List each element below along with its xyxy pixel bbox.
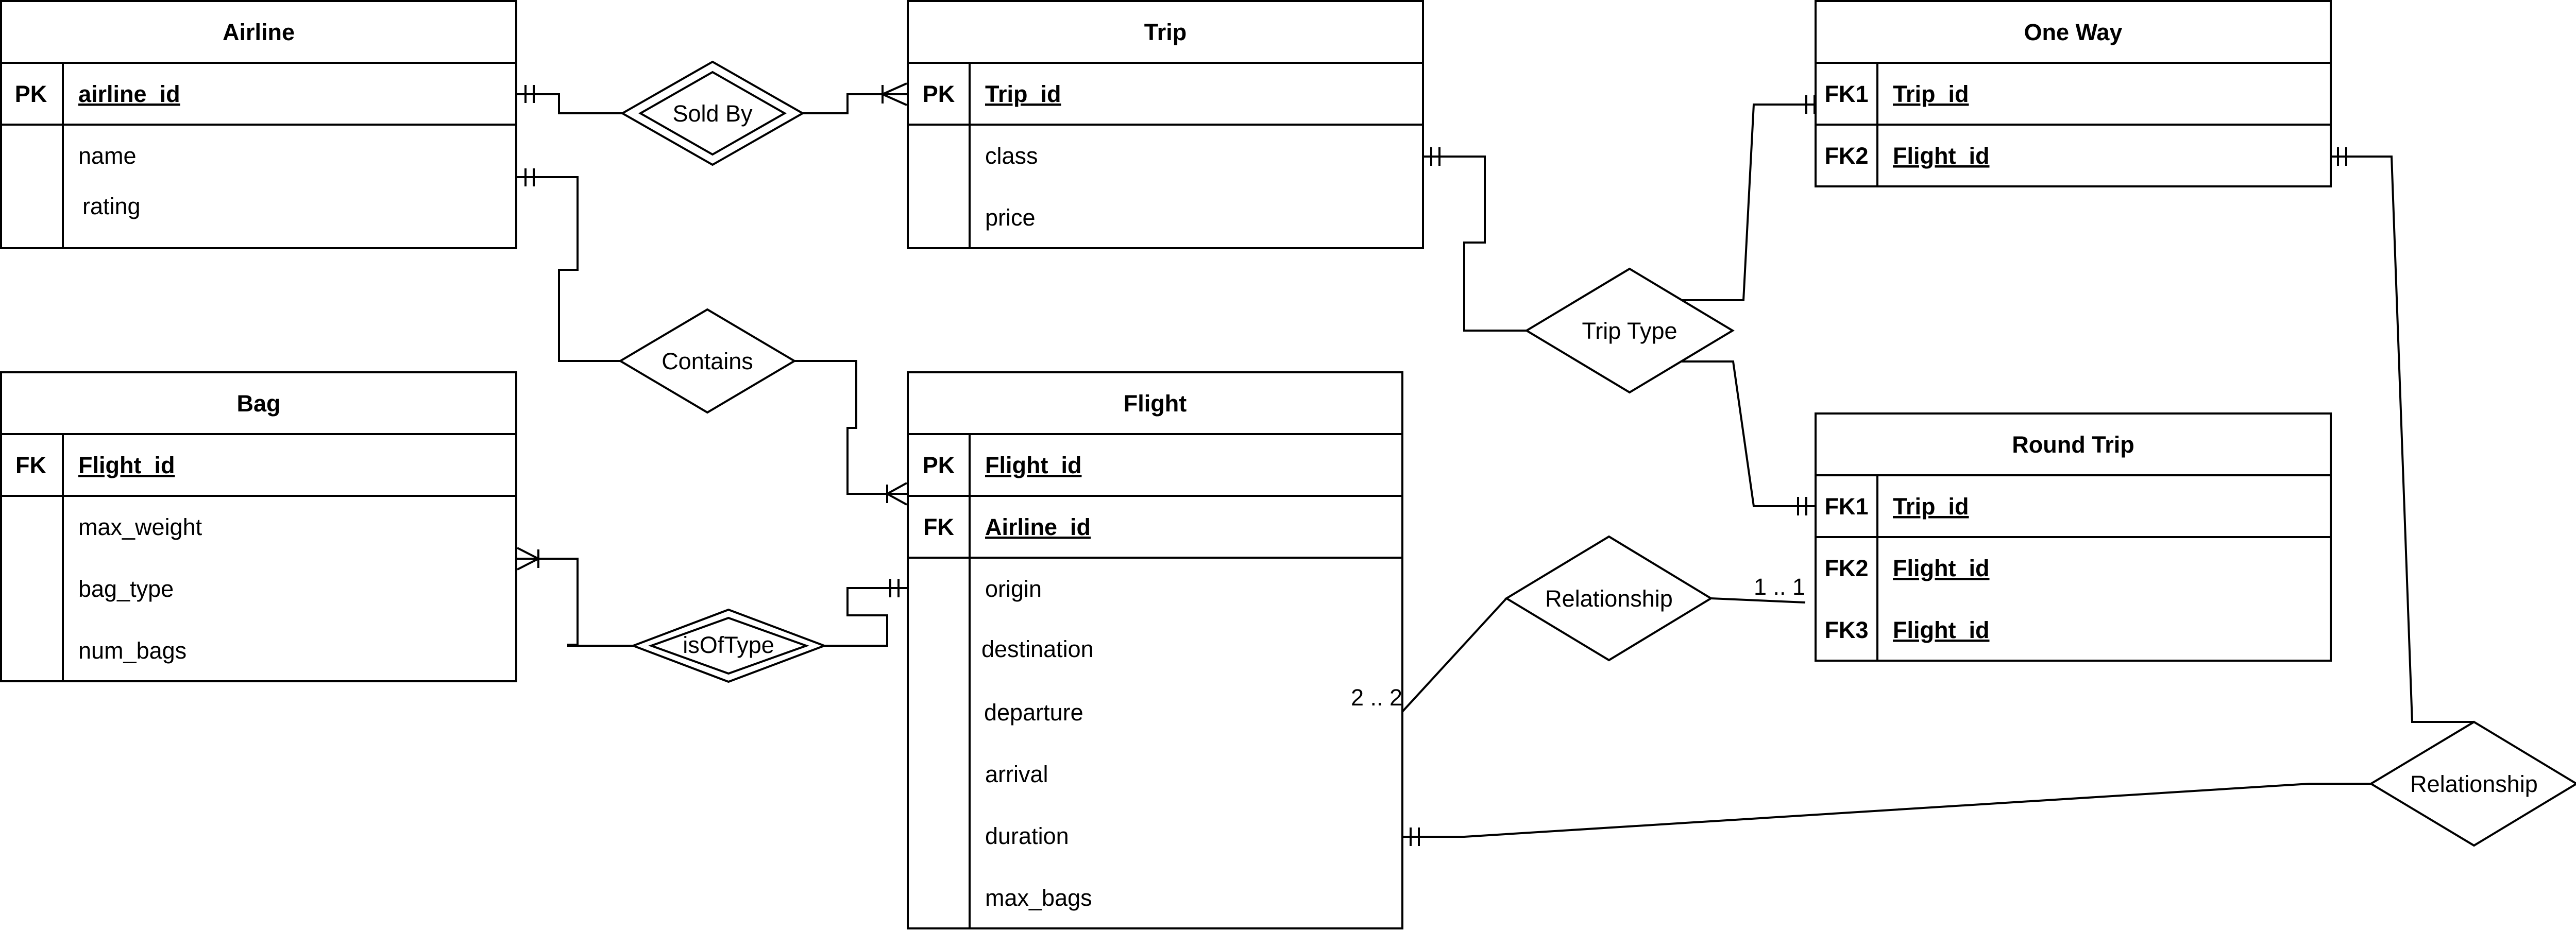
attribute-departure: departure (984, 699, 1083, 726)
line-relround-roundtrip (1710, 597, 1806, 604)
mark-soldby-trip-many (882, 82, 907, 106)
attribute-destination: destination (981, 636, 1094, 662)
mark-bag-isoftype-many (517, 547, 539, 571)
relationship-label: Relationship (1545, 585, 1673, 612)
line-trip-triptype (1423, 156, 1527, 332)
relationship-label: isOfType (683, 632, 774, 658)
relationship-label: Relationship (2410, 771, 2538, 797)
entity-trip[interactable]: Trip PK Trip_id class price (907, 0, 1424, 249)
attribute-bag-type: bag_type (78, 576, 174, 602)
entity-round-trip[interactable]: Round Trip FK1 Trip_id FK2 Flight_id FK3… (1815, 412, 2332, 662)
relationship-label: Trip Type (1582, 318, 1677, 344)
line-oneway-reloneway (2330, 156, 2474, 723)
attribute-airline-id: airline_id (78, 81, 180, 107)
attribute-max-bags: max_bags (985, 885, 1092, 911)
mark-trip-triptype-one (1430, 147, 1440, 166)
line-bag-isoftype (517, 558, 633, 647)
attribute-duration: duration (985, 823, 1069, 849)
key-label: FK3 (1824, 617, 1868, 643)
mark-oneway-reloneway-one (2337, 147, 2347, 166)
relationship-label: Contains (662, 348, 753, 374)
attribute-origin: origin (985, 576, 1042, 602)
attribute-flight-id: Flight_id (985, 452, 1081, 478)
entity-one-way[interactable]: One Way FK1 Trip_id FK2 Flight_id (1815, 0, 2332, 187)
entity-flight[interactable]: Flight PK Flight_id FK Airline_id origin… (907, 371, 1403, 929)
entity-title: Trip (1144, 19, 1187, 45)
entity-title: Airline (223, 19, 295, 45)
mark-isoftype-flight-one (889, 579, 900, 597)
line-triptype-oneway (1682, 104, 1816, 301)
entity-title: Round Trip (2012, 432, 2134, 458)
attribute-trip-id: Trip_id (1893, 81, 1969, 107)
relationship-flight-round-trip[interactable]: Relationship (1504, 535, 1713, 662)
line-flight-relround (1401, 597, 1507, 713)
relationship-label: Sold By (672, 100, 753, 127)
attribute-trip-id: Trip_id (985, 81, 1061, 107)
key-label: FK2 (1824, 143, 1868, 169)
mark-airline-soldby-one (524, 85, 535, 103)
line-soldby-trip (803, 93, 907, 114)
attribute-class: class (985, 143, 1038, 169)
line-contains-flight (794, 360, 907, 495)
key-label: PK (923, 452, 955, 478)
attribute-flight-id: Flight_id (1893, 555, 1989, 581)
key-label: FK1 (1824, 493, 1868, 520)
mark-airline-contains-one (524, 168, 535, 186)
relationship-is-of-type[interactable]: isOfType (630, 608, 827, 683)
cardinality-round-flight: 1 .. 1 (1754, 574, 1805, 600)
mark-reloneway-flight-one (1410, 827, 1420, 846)
line-airline-soldby (517, 93, 622, 114)
entity-airline[interactable]: Airline PK airline_id name rating (0, 0, 517, 249)
attribute-name: name (78, 143, 137, 169)
attribute-flight-id: Flight_id (1893, 617, 1989, 643)
attribute-trip-id: Trip_id (1893, 493, 1969, 520)
mark-contains-flight-many (886, 482, 907, 506)
cardinality-flight-round: 2 .. 2 (1351, 684, 1402, 711)
entity-title: One Way (2024, 19, 2123, 45)
key-label: FK (15, 452, 46, 478)
key-label: FK1 (1824, 81, 1868, 107)
attribute-arrival: arrival (985, 761, 1048, 787)
relationship-flight-one-way[interactable]: Relationship (2369, 720, 2576, 847)
attribute-flight-id: Flight_id (78, 452, 175, 478)
attribute-rating: rating (82, 193, 141, 219)
relationship-contains[interactable]: Contains (618, 308, 796, 414)
attribute-num-bags: num_bags (78, 637, 187, 664)
attribute-price: price (985, 204, 1036, 231)
entity-title: Bag (236, 390, 280, 417)
relationship-sold-by[interactable]: Sold By (620, 60, 805, 166)
line-reloneway-flight (1402, 783, 2371, 838)
attribute-max-weight: max_weight (78, 514, 202, 540)
key-label: PK (15, 81, 47, 107)
attribute-airline-id: Airline_id (985, 514, 1091, 540)
line-isoftype-flight (824, 587, 907, 647)
attribute-flight-id: Flight_id (1893, 143, 1989, 169)
connectors (517, 82, 2474, 846)
entity-title: Flight (1124, 390, 1187, 417)
key-label: FK (923, 514, 954, 540)
key-label: PK (923, 81, 955, 107)
entity-bag[interactable]: Bag FK Flight_id max_weight bag_type num… (0, 371, 517, 682)
mark-triptype-roundtrip-one (1797, 497, 1807, 515)
line-airline-contains (517, 176, 620, 362)
key-label: FK2 (1824, 555, 1868, 581)
line-triptype-roundtrip (1682, 360, 1816, 507)
relationship-trip-type[interactable]: Trip Type (1524, 267, 1735, 394)
